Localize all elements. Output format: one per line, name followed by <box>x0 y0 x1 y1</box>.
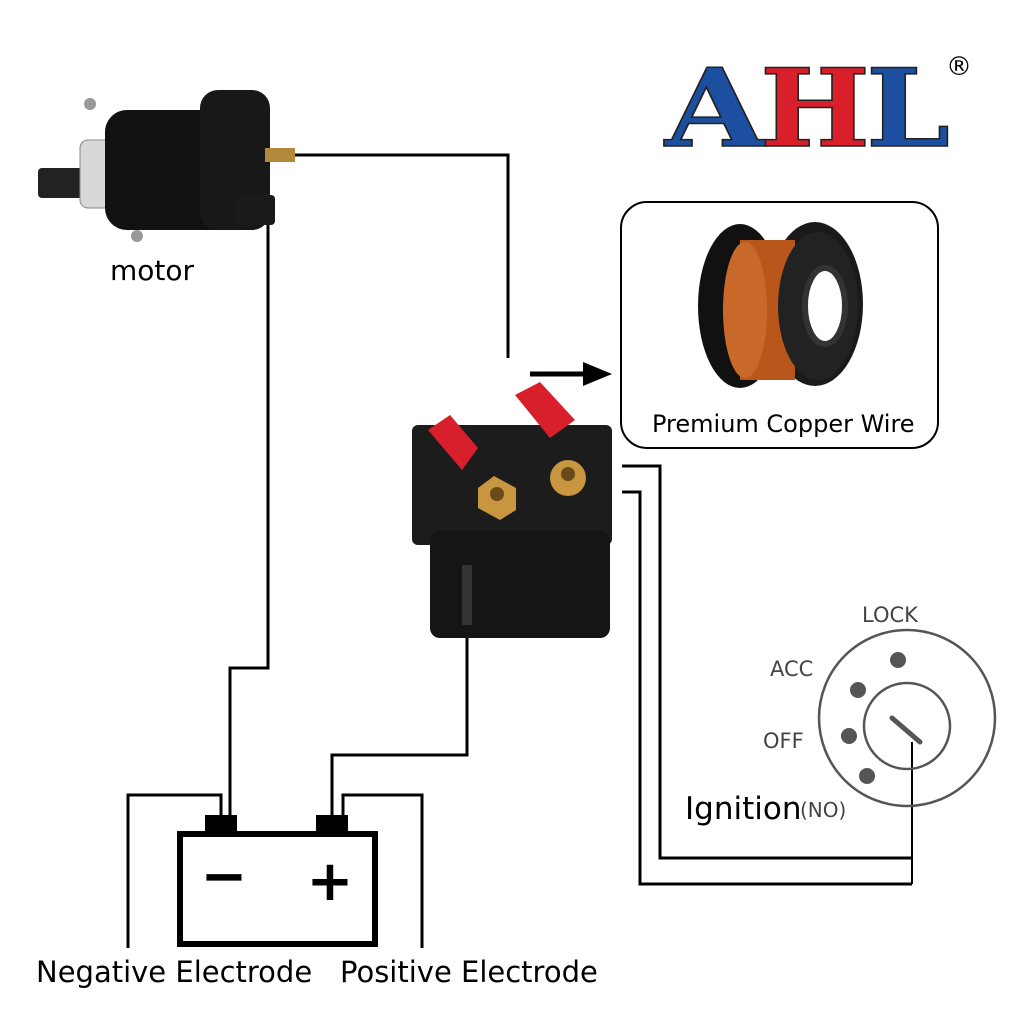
wire-motor-to-negative <box>228 225 270 816</box>
fuse-left <box>428 415 478 470</box>
negative-symbol: − <box>201 844 248 909</box>
ahl-logo: A H L ® <box>663 45 972 173</box>
callout-label: Premium Copper Wire <box>652 410 915 438</box>
position-dot-off <box>841 728 857 744</box>
ignition-label: Ignition <box>685 791 801 827</box>
negative-terminal <box>205 815 237 833</box>
battery: − + Negative Electrode Positive Electrod… <box>36 815 598 989</box>
wire-relay-to-ignition-1 <box>622 464 912 860</box>
position-dot-on <box>859 768 875 784</box>
logo-letter-l: L <box>866 46 950 172</box>
key-slot-icon <box>889 715 923 745</box>
wire-negative-lead <box>126 793 223 948</box>
wire-relay-to-positive <box>330 635 469 816</box>
copper-wire-callout: Premium Copper Wire <box>620 201 939 449</box>
registered-mark: ® <box>946 52 972 82</box>
arrow-icon <box>530 362 612 386</box>
position-dot-acc <box>850 682 866 698</box>
ignition-note: (NO) <box>800 798 846 822</box>
negative-electrode-label: Negative Electrode <box>36 955 312 989</box>
position-dot-lock <box>890 652 906 668</box>
motor-label: motor <box>110 254 195 287</box>
logo-letter-a: A <box>664 46 768 172</box>
fuse-right <box>515 382 575 438</box>
ignition-off-label: OFF <box>763 729 804 753</box>
motor-gear <box>38 168 88 198</box>
logo-letter-h: H <box>760 46 870 172</box>
starter-relay <box>412 382 612 638</box>
ignition-acc-label: ACC <box>770 657 813 681</box>
positive-electrode-label: Positive Electrode <box>340 955 598 989</box>
positive-symbol: + <box>307 849 354 914</box>
wire-relay-to-ignition-2 <box>622 490 912 886</box>
starter-motor: motor <box>38 90 295 287</box>
wire-positive-lead <box>341 793 424 948</box>
wire-motor-to-relay <box>292 153 510 358</box>
positive-terminal <box>316 815 348 833</box>
wires <box>126 153 913 948</box>
ignition-switch: LOCK ACC OFF Ignition (NO) <box>685 603 997 827</box>
ignition-lock-label: LOCK <box>862 603 919 627</box>
